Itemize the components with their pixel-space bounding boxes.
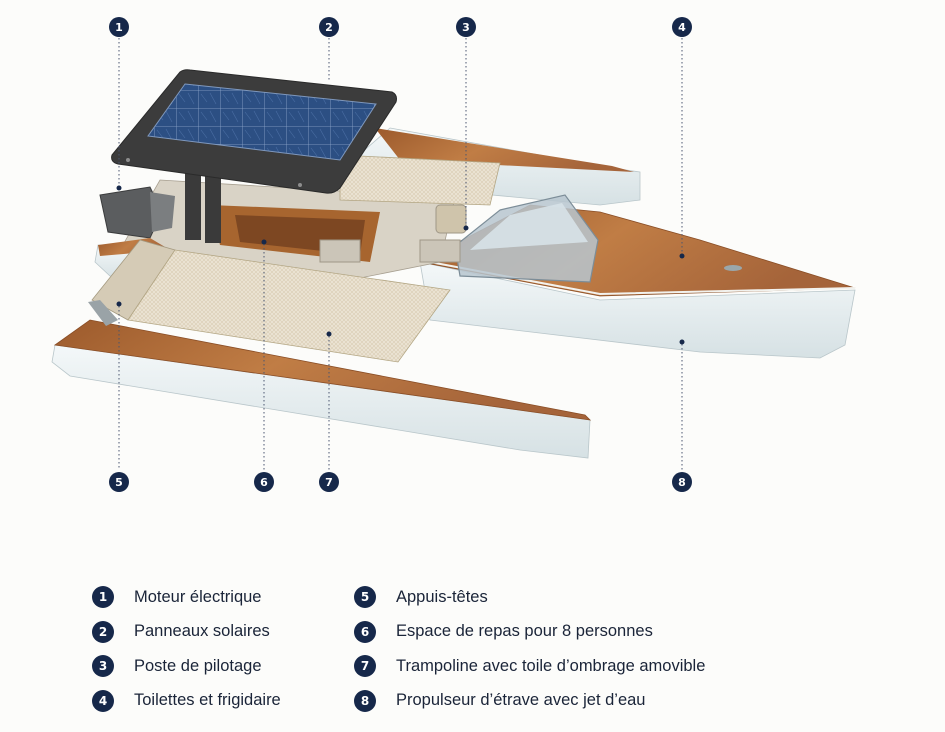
legend-label: Propulseur d’étrave avec jet d’eau xyxy=(396,691,646,710)
svg-text:8: 8 xyxy=(678,476,686,489)
front-trampoline xyxy=(127,249,451,363)
marker-2: 2 xyxy=(319,17,339,37)
solar-roof xyxy=(111,69,397,194)
legend-number-badge: 5 xyxy=(354,586,376,609)
legend-number-badge: 1 xyxy=(92,586,114,609)
marker-7: 7 xyxy=(319,472,339,492)
svg-text:7: 7 xyxy=(325,476,333,489)
legend-item: 4 Toilettes et frigidaire xyxy=(92,684,281,719)
svg-text:4: 4 xyxy=(678,21,686,34)
legend-label: Toilettes et frigidaire xyxy=(134,691,281,710)
svg-text:5: 5 xyxy=(115,476,123,489)
marker-5: 5 xyxy=(109,472,129,492)
roof-support-left xyxy=(185,170,201,240)
legend-column-right: 5 Appuis-têtes 6 Espace de repas pour 8 … xyxy=(354,580,705,718)
svg-text:3: 3 xyxy=(462,21,470,34)
boat-illustration xyxy=(51,69,856,459)
legend-number-badge: 3 xyxy=(92,655,114,678)
svg-text:6: 6 xyxy=(260,476,268,489)
marker-1: 1 xyxy=(109,17,129,37)
svg-text:2: 2 xyxy=(325,21,333,34)
legend-column-left: 1 Moteur électrique 2 Panneaux solaires … xyxy=(92,580,281,718)
svg-text:1: 1 xyxy=(115,21,123,34)
legend-number-badge: 8 xyxy=(354,689,376,712)
callout-lines xyxy=(116,38,685,470)
electric-motor xyxy=(99,186,175,239)
catamaran-diagram: 1 2 3 4 5 6 7 8 xyxy=(51,17,856,492)
cockpit-deck xyxy=(119,179,467,279)
legend-label: Poste de pilotage xyxy=(134,656,262,675)
legend-label: Panneaux solaires xyxy=(134,622,270,641)
marker-3: 3 xyxy=(456,17,476,37)
rear-trampoline xyxy=(339,154,501,206)
legend-number-badge: 7 xyxy=(354,655,376,678)
legend-label: Appuis-têtes xyxy=(396,587,488,606)
roof-support-right xyxy=(205,175,221,243)
grab-handle xyxy=(88,300,118,326)
marker-4: 4 xyxy=(672,17,692,37)
port-hull xyxy=(51,319,592,459)
legend-item: 2 Panneaux solaires xyxy=(92,615,281,650)
legend-number-badge: 4 xyxy=(92,689,114,712)
legend-item: 3 Poste de pilotage xyxy=(92,649,281,684)
legend-item: 5 Appuis-têtes xyxy=(354,580,705,615)
legend-label: Moteur électrique xyxy=(134,587,262,606)
legend-item: 1 Moteur électrique xyxy=(92,580,281,615)
legend-number-badge: 6 xyxy=(354,620,376,643)
legend-item: 6 Espace de repas pour 8 personnes xyxy=(354,615,705,650)
legend-label: Trampoline avec toile d’ombrage amovible xyxy=(396,656,706,675)
legend-number-badge: 2 xyxy=(92,620,114,643)
legend-item: 7 Trampoline avec toile d’ombrage amovib… xyxy=(354,649,705,684)
main-hull xyxy=(418,194,856,359)
marker-6: 6 xyxy=(254,472,274,492)
legend-label: Espace de repas pour 8 personnes xyxy=(396,622,653,641)
marker-8: 8 xyxy=(672,472,692,492)
legend-item: 8 Propulseur d’étrave avec jet d’eau xyxy=(354,684,705,719)
